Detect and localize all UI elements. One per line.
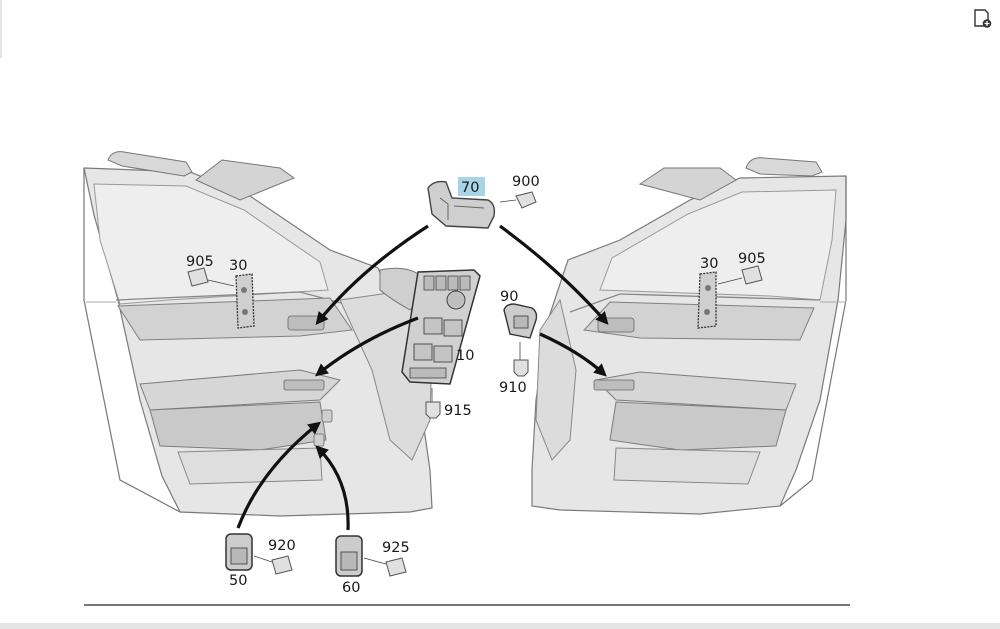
seat-switch-part-70[interactable]: [427, 180, 496, 229]
label-60[interactable]: 60: [342, 580, 360, 596]
connector-part-925: [363, 557, 407, 577]
label-920[interactable]: 920: [268, 538, 296, 554]
arrow-70-to-left-door: [315, 224, 429, 325]
arrow-90-to-right-armrest: [539, 332, 607, 377]
label-905-left[interactable]: 905: [186, 254, 214, 270]
label-905-right[interactable]: 905: [738, 251, 766, 267]
rear-switch-part-50[interactable]: [225, 533, 253, 571]
connector-part-915: [425, 388, 441, 419]
label-910[interactable]: 910: [499, 380, 527, 396]
rear-switch-part-60[interactable]: [335, 535, 363, 577]
label-10[interactable]: 10: [456, 348, 474, 364]
arrow-50-to-switch: [236, 421, 322, 529]
label-900[interactable]: 900: [512, 174, 540, 190]
connector-part-905-right: [717, 265, 763, 285]
label-30-left[interactable]: 30: [229, 258, 247, 274]
document-add-icon: [974, 9, 992, 28]
left-edge-strip: [0, 0, 2, 58]
connector-part-905-left: [187, 267, 235, 287]
bottom-scrollbar-track: [0, 623, 1000, 629]
leader-arrows: [236, 224, 609, 531]
label-90[interactable]: 90: [500, 289, 518, 305]
part-70-highlight: [458, 177, 485, 196]
right-door-illustration: [531, 157, 847, 515]
arrow-10-to-left-armrest: [315, 316, 419, 377]
label-925[interactable]: 925: [382, 540, 410, 556]
label-915[interactable]: 915: [444, 403, 472, 419]
window-switch-part-90[interactable]: [503, 303, 538, 339]
label-70[interactable]: 70: [461, 180, 479, 196]
arrow-60-to-switch: [315, 445, 350, 531]
label-30-right[interactable]: 30: [700, 256, 718, 272]
arrow-70-to-right-door: [499, 224, 609, 325]
connector-part-920: [253, 555, 293, 575]
document-add-button[interactable]: [972, 8, 994, 30]
window-switch-block-part-10[interactable]: [401, 269, 481, 385]
left-door-illustration: [83, 151, 433, 517]
label-50[interactable]: 50: [229, 573, 247, 589]
connector-part-910: [513, 342, 529, 377]
connector-part-900: [499, 191, 537, 209]
mirror-switch-part-30-left[interactable]: [235, 273, 255, 329]
mirror-switch-part-30-right[interactable]: [697, 271, 717, 329]
